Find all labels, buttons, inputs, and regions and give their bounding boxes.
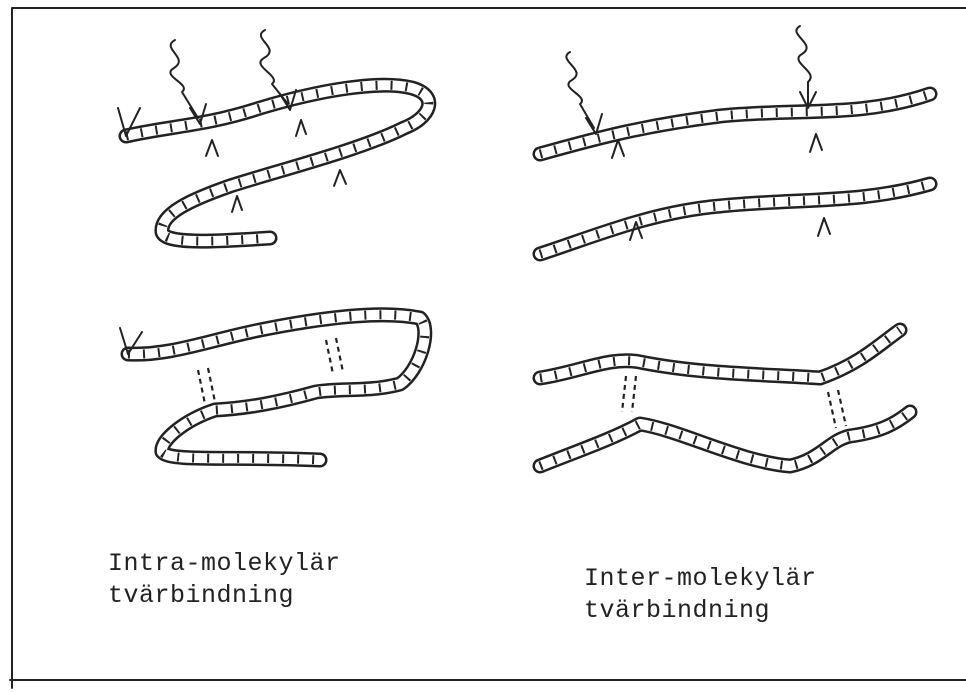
crosslink-bond (326, 340, 333, 374)
intra-caption-line1: Intra-molekylär (108, 548, 341, 580)
radiation-arrow (170, 40, 206, 124)
intra-before-panel (118, 30, 429, 241)
inter-before-panel (540, 26, 930, 254)
crosslink-bond (198, 370, 205, 404)
inter-caption-line2: tvärbindning (584, 595, 817, 627)
reactive-site-marker (296, 120, 306, 136)
reactive-site-marker (612, 140, 624, 158)
radiation-arrow (566, 52, 602, 134)
intra-caption-line2: tvärbindning (108, 580, 341, 612)
crosslink-bond (828, 392, 836, 428)
intra-caption: Intra-molekylär tvärbindning (108, 548, 341, 612)
intra-after-panel (120, 315, 425, 460)
inter-after-panel (540, 330, 910, 466)
crosslink-bond (208, 368, 215, 402)
crosslink-bond (336, 338, 343, 372)
reactive-site-marker (206, 140, 218, 156)
inter-caption-line1: Inter-molekylär (584, 563, 817, 595)
radiation-arrow (796, 26, 816, 108)
reactive-site-marker (810, 134, 822, 152)
reactive-site-marker (232, 196, 242, 212)
crosslink-bond (632, 376, 636, 412)
reactive-site-marker (818, 218, 830, 236)
reactive-site-marker (334, 170, 346, 186)
inter-caption: Inter-molekylär tvärbindning (584, 563, 817, 627)
crosslink-bond (622, 376, 626, 412)
crosslink-bond (838, 390, 846, 426)
intra-before-chain (118, 85, 429, 241)
